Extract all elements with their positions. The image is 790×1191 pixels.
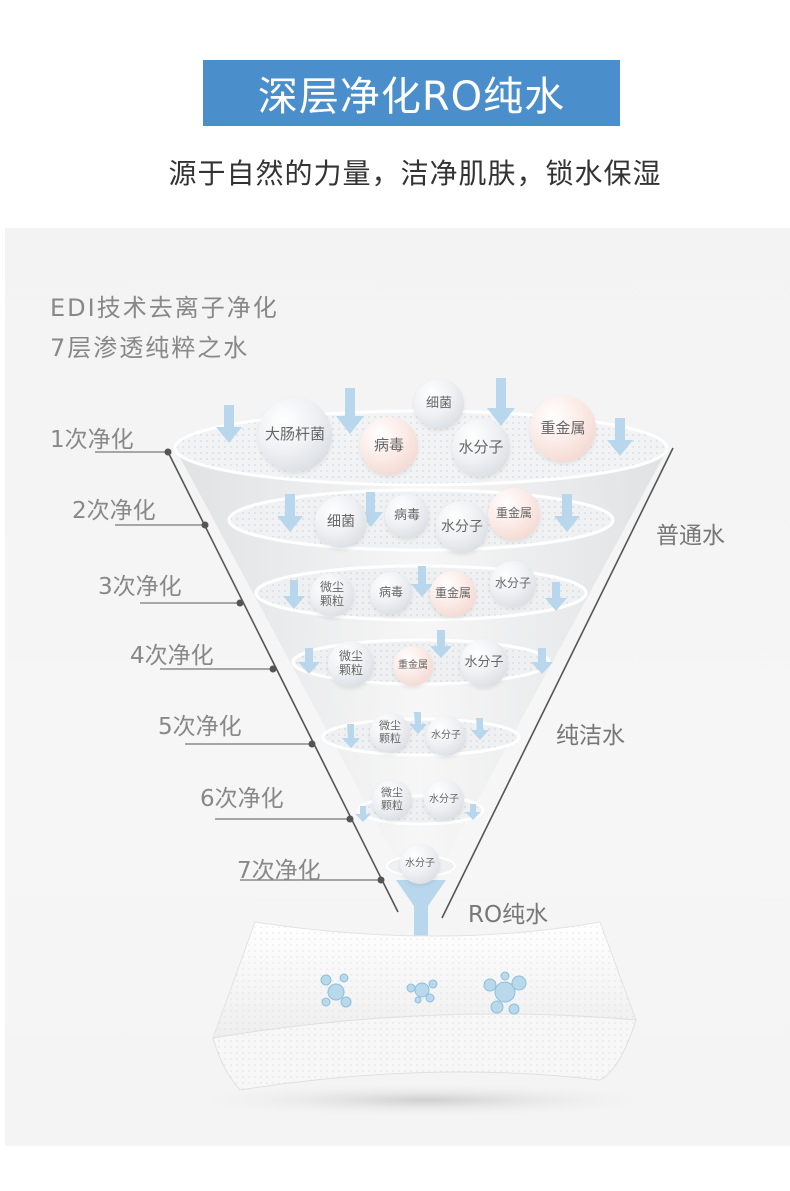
page-subtitle: 源于自然的力量，洁净肌肤，锁水保湿 [168, 157, 662, 190]
bubble-l1-water: 水分子 [452, 419, 510, 477]
bubble-l2-heavy-metal: 重金属 [488, 488, 540, 540]
stage-label-1: 1次净化 [50, 427, 134, 453]
bubble-l5-water: 水分子 [426, 716, 466, 756]
title-banner: 深层净化RO纯水 [203, 60, 620, 126]
stage-label-3: 3次净化 [98, 574, 182, 600]
bubble-l2-virus: 病毒 [385, 494, 429, 538]
stage-label-7: 7次净化 [237, 858, 321, 884]
bubble-l5-dust: 微尘 颗粒 [370, 713, 410, 753]
tissue-cloth [175, 921, 675, 1118]
label-normal-water: 普通水 [656, 523, 725, 549]
bubble-l1-ecoli: 大肠杆菌 [258, 398, 332, 472]
bubble-l6-water: 水分子 [424, 780, 464, 820]
intro-line-2: 7层渗透纯粹之水 [50, 334, 250, 362]
page-title: 深层净化RO纯水 [257, 74, 566, 120]
bubble-l4-heavy-metal: 重金属 [393, 646, 433, 686]
stage-label-6: 6次净化 [200, 786, 284, 812]
bubble-l3-water: 水分子 [490, 561, 536, 607]
bubble-l1-heavy-metal: 重金属 [530, 396, 596, 462]
bubble-l3-dust: 微尘 颗粒 [310, 573, 354, 617]
intro-line-1: EDI技术去离子净化 [50, 294, 279, 322]
label-ro-water: RO纯水 [468, 902, 549, 928]
stage-label-4: 4次净化 [130, 643, 214, 669]
bubble-l2-water: 水分子 [436, 501, 488, 553]
bubble-l7-water: 水分子 [400, 844, 440, 884]
stage-label-5: 5次净化 [158, 714, 242, 740]
bubble-l6-dust: 微尘 颗粒 [372, 780, 412, 820]
flow-arrows [216, 378, 633, 940]
label-pure-water: 纯洁水 [556, 723, 625, 749]
bubble-l2-bacteria: 细菌 [315, 496, 367, 548]
bubble-l3-virus: 病毒 [370, 572, 412, 614]
water-molecules [320, 971, 527, 1015]
stage-label-2: 2次净化 [72, 498, 156, 524]
bubble-l4-water: 水分子 [460, 639, 508, 687]
bubble-l1-virus: 病毒 [360, 417, 418, 475]
bubble-l1-bacteria: 细菌 [414, 379, 464, 429]
bubble-l3-heavy-metal: 重金属 [430, 571, 476, 617]
funnel-guide-lines [167, 447, 674, 919]
stage-leader-lines [95, 451, 381, 881]
stage-leader-dots [164, 448, 385, 884]
bubble-l4-dust: 微尘 颗粒 [328, 641, 374, 687]
